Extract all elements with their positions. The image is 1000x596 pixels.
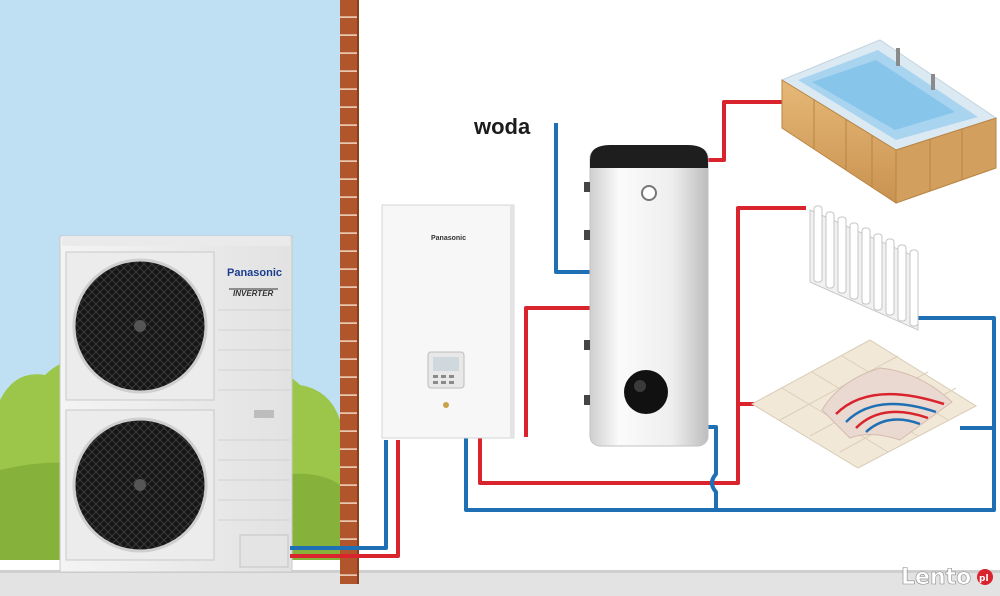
outdoor-series-label: INVERTER <box>233 289 274 298</box>
tank-heater-port <box>624 370 668 414</box>
ground-edge <box>0 570 1000 573</box>
pipes <box>290 100 996 558</box>
pipe-indoor-supply <box>478 206 806 485</box>
ground-line <box>0 572 1000 596</box>
watermark-badge <box>977 569 993 585</box>
pipe-indoor-to-tank <box>524 306 590 437</box>
pipe-tank-return <box>700 425 718 510</box>
lento-watermark: Lento pl <box>901 565 993 590</box>
brick-wall <box>340 0 359 584</box>
watermark-suffix: pl <box>979 574 989 584</box>
outdoor-brand-label: Panasonic <box>227 267 282 279</box>
pipe-hot-water-bath <box>708 100 782 162</box>
tank-thermometer <box>641 185 657 201</box>
indoor-hydromodule-icon: Panasonic <box>381 204 515 439</box>
radiator-icon <box>809 205 919 331</box>
bathtub-icon <box>780 39 998 204</box>
watermark-text: Lento <box>901 565 971 590</box>
water-label: woda <box>473 114 531 139</box>
pipe-water-inlet <box>554 123 590 274</box>
underfloor-heating-icon <box>750 339 978 469</box>
heat-pump-outdoor-unit-icon: Panasonic INVERTER <box>59 235 293 573</box>
pipe-outdoor-cold <box>290 440 388 550</box>
indoor-brand-label: Panasonic <box>431 235 466 242</box>
brick-wall-edge <box>357 0 359 584</box>
hot-water-cylinder-icon <box>584 145 709 447</box>
pipe-outdoor-hot <box>290 440 400 558</box>
tank-lid <box>590 145 708 168</box>
pipe-indoor-return <box>464 316 996 512</box>
